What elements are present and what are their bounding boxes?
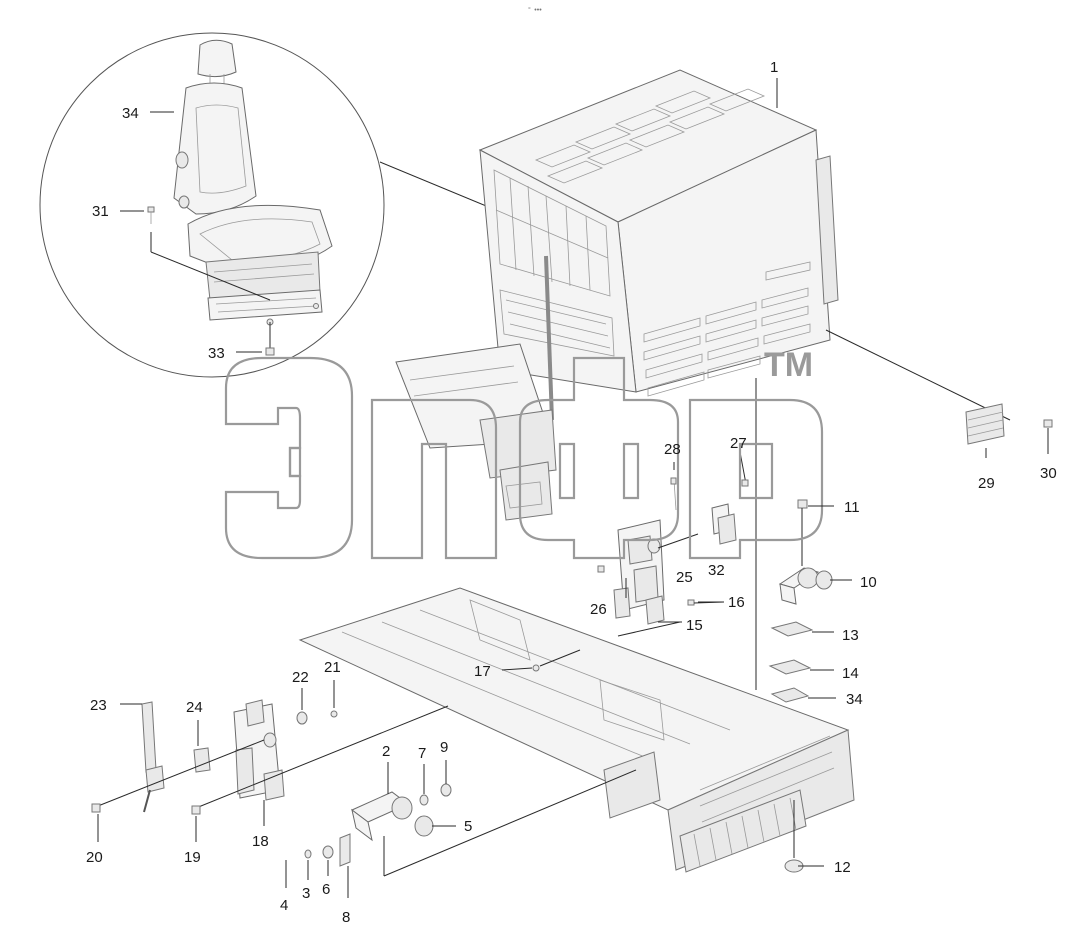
- label-14: 14: [842, 665, 859, 682]
- label-26: 26: [590, 601, 607, 618]
- label-21: 21: [324, 659, 341, 676]
- label-31: 31: [92, 203, 109, 220]
- seat-detail-callout: [39, 32, 385, 378]
- nut-17: [501, 649, 581, 672]
- label-11: 11: [844, 499, 860, 516]
- mount-bracket-10: [778, 567, 833, 605]
- nut-21: [330, 710, 338, 718]
- shim-14: [768, 659, 812, 675]
- label-19: 19: [184, 849, 201, 866]
- label-29: 29: [978, 475, 995, 492]
- washer-26: [597, 565, 605, 573]
- mount-2-axis: [383, 769, 637, 877]
- bolt-11: [797, 499, 808, 566]
- bolt-19-axis: [195, 705, 449, 809]
- label-2: 2: [382, 743, 390, 760]
- label-7: 7: [418, 745, 426, 762]
- label-1: 1: [770, 59, 778, 76]
- bolt-33: [265, 322, 275, 356]
- label-30: 30: [1040, 465, 1057, 482]
- flap-axis: [825, 329, 1011, 421]
- bracket-15: [645, 595, 665, 625]
- label-10: 10: [860, 574, 877, 591]
- label-23: 23: [90, 697, 107, 714]
- bushing-5: [414, 815, 434, 837]
- trademark-mark: TM: [764, 346, 813, 384]
- lock-axis: [657, 533, 699, 549]
- label-13: 13: [842, 627, 859, 644]
- label-9: 9: [440, 739, 448, 756]
- header-mark: ° •••: [528, 6, 542, 14]
- latch-32: [711, 503, 737, 545]
- nut-9: [440, 783, 452, 797]
- label-27: 27: [730, 435, 747, 452]
- bolt-20-axis: [97, 739, 265, 807]
- sleeve-8: [339, 833, 351, 867]
- washer-6: [322, 845, 334, 859]
- mudflap-29: [965, 403, 1005, 458]
- label-3: 3: [302, 885, 310, 902]
- lock-base-line: [617, 621, 681, 637]
- rubber-mount-12: [784, 800, 804, 873]
- label-25: 25: [676, 569, 693, 586]
- label-28: 28: [664, 441, 681, 458]
- driver-seat: [173, 39, 333, 326]
- label-24: 24: [186, 699, 203, 716]
- label-20: 20: [86, 849, 103, 866]
- label-22: 22: [292, 669, 309, 686]
- bolt-30: [1043, 419, 1053, 454]
- callout-leaders: [97, 505, 852, 898]
- label-15: 15: [686, 617, 703, 634]
- handle-23: [141, 701, 165, 813]
- support-34: [770, 687, 810, 703]
- bolt-3: [304, 849, 312, 859]
- label-34-seat: 34: [122, 105, 139, 122]
- label-33: 33: [208, 345, 225, 362]
- bolt-31: [147, 206, 271, 301]
- label-17: 17: [474, 663, 491, 680]
- washer-22: [296, 711, 308, 725]
- plate-24: [193, 747, 211, 773]
- label-6: 6: [322, 881, 330, 898]
- label-8: 8: [342, 909, 350, 926]
- label-18: 18: [252, 833, 269, 850]
- callout-labels: 1 34 31 33 29 30 28 27 11 25 32 10 26 16…: [86, 59, 1057, 926]
- shim-13: [770, 621, 814, 637]
- rear-support-18: [233, 699, 285, 801]
- bolt-27: [739, 451, 749, 487]
- bolt-19: [191, 805, 201, 815]
- watermark-logo: TM: [224, 346, 824, 560]
- label-5: 5: [464, 818, 472, 835]
- label-16: 16: [728, 594, 745, 611]
- label-12: 12: [834, 859, 851, 876]
- washer-7: [419, 794, 429, 806]
- chassis-frame: [298, 587, 855, 873]
- pin-28: [670, 462, 677, 511]
- mount-bracket-2: [351, 791, 413, 842]
- label-32: 32: [708, 562, 725, 579]
- label-4: 4: [280, 897, 288, 914]
- bolt-20: [91, 803, 101, 813]
- label-34-mount: 34: [846, 691, 863, 708]
- cab-body: [395, 69, 839, 521]
